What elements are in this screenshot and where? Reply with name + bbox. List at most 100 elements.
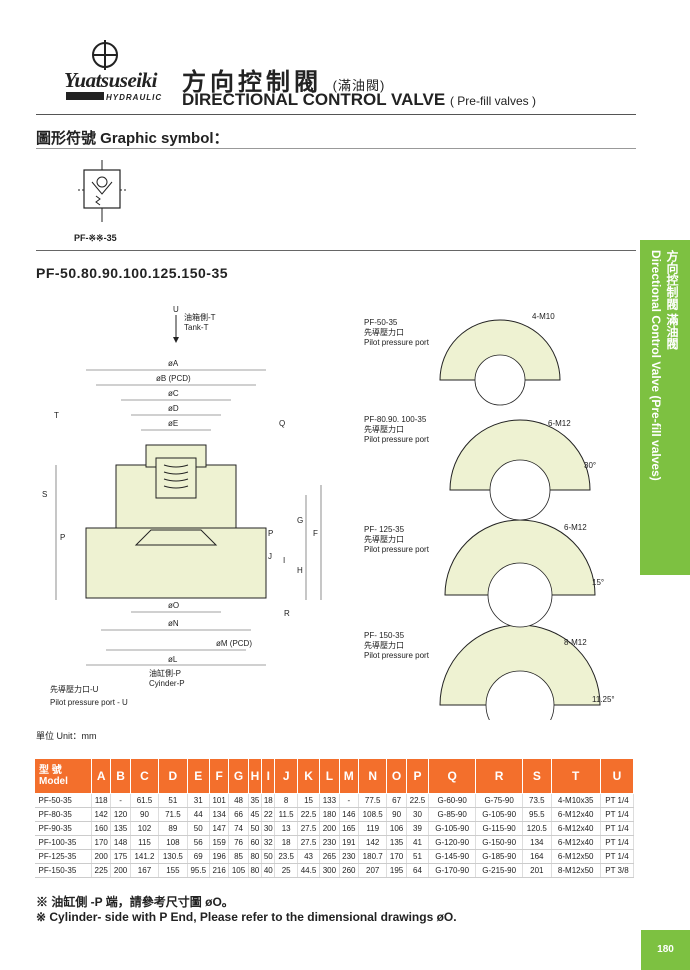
table-cell: 133 — [319, 793, 340, 808]
table-cell: 142 — [358, 835, 388, 850]
label-P-right: P — [268, 529, 273, 538]
table-cell: 64 — [406, 863, 430, 878]
table-cell: 167 — [130, 863, 160, 878]
top-view-bolt: 6-M12 — [548, 419, 571, 428]
table-cell: 39 — [406, 821, 430, 836]
table-cell: 230 — [319, 835, 340, 850]
unit-label: 單位 Unit：mm — [36, 731, 97, 741]
column-header: K — [296, 758, 321, 794]
table-cell: 6-M12x40 — [551, 835, 601, 850]
table-cell: 95.5 — [522, 807, 552, 822]
table-cell: 27.5 — [297, 835, 321, 850]
column-header: H — [247, 758, 263, 794]
table-cell: PF-100-35 — [34, 835, 92, 850]
table-cell: 22 — [261, 807, 276, 822]
label-pilot-en: Pilot pressure port - U — [50, 698, 128, 707]
table-cell: 67 — [386, 793, 407, 808]
label-P-left: P — [60, 533, 65, 542]
label-oE: øE — [168, 419, 178, 428]
table-cell: 22.5 — [406, 793, 430, 808]
table-cell: 23.5 — [274, 849, 298, 864]
table-cell: 141.2 — [130, 849, 160, 864]
top-view-model: PF-50-35 — [364, 318, 398, 327]
label-oM: øM (PCD) — [216, 639, 252, 648]
label-G: G — [297, 516, 303, 525]
column-header: S — [522, 758, 552, 794]
table-cell: 18 — [274, 835, 298, 850]
top-view-angle: 30° — [584, 461, 596, 470]
column-header: D — [158, 758, 188, 794]
top-view-zh: 先導壓力口 — [364, 534, 404, 544]
table-cell: PF-125-35 — [34, 849, 92, 864]
column-header: N — [357, 758, 388, 794]
label-oA: øA — [168, 359, 179, 368]
table-cell: 90 — [130, 807, 160, 822]
check-valve-symbol-icon — [78, 160, 126, 222]
table-cell: 164 — [522, 849, 552, 864]
table-cell: 147 — [209, 821, 230, 836]
table-cell: 25 — [274, 863, 298, 878]
table-cell: G-105-90 — [428, 821, 477, 836]
section-divider — [36, 250, 636, 251]
page-title-zh: 方向控制閥 (滿油閥) — [182, 69, 386, 96]
table-cell: PT 1/4 — [600, 807, 635, 822]
column-header: E — [186, 758, 210, 794]
label-u: U — [173, 305, 179, 314]
table-cell: PT 3/8 — [600, 863, 635, 878]
table-cell: 15 — [297, 793, 321, 808]
table-cell: 180.7 — [358, 849, 388, 864]
table-cell: 180 — [319, 807, 340, 822]
label-tank-zh: 油箱側-T — [184, 312, 216, 322]
table-cell: G-115-90 — [475, 821, 524, 836]
table-cell: 51 — [406, 849, 430, 864]
valve-section-drawing: U 油箱側-T Tank-T øA øB (PCD) øC øD øE T Q … — [42, 305, 322, 707]
column-header: C — [129, 758, 160, 794]
table-cell: 196 — [209, 849, 230, 864]
table-cell: 118 — [91, 793, 112, 808]
table-cell: 85 — [228, 849, 249, 864]
table-cell: 200 — [110, 863, 131, 878]
top-view-en: Pilot pressure port — [364, 545, 430, 554]
table-cell: 115 — [130, 835, 160, 850]
top-view-zh: 先導壓力口 — [364, 640, 404, 650]
note-zh: ※ 油缸側 -P 端，請參考尺寸圖 øO。 — [36, 895, 234, 909]
table-cell: 6-M12x40 — [551, 807, 601, 822]
column-header: T — [550, 758, 601, 794]
table-cell: G-105-90 — [475, 807, 524, 822]
column-header: P — [405, 758, 430, 794]
page-title-en: DIRECTIONAL CONTROL VALVE ( Pre-fill val… — [182, 90, 536, 109]
label-oB: øB (PCD) — [156, 374, 191, 383]
table-cell: 41 — [406, 835, 430, 850]
table-cell: G-170-90 — [428, 863, 477, 878]
top-view-angle: 15° — [592, 578, 604, 587]
table-cell: 191 — [339, 835, 360, 850]
column-header: O — [386, 758, 407, 794]
table-cell: G-215-90 — [475, 863, 524, 878]
label-H: H — [297, 566, 303, 575]
table-cell: 66 — [228, 807, 249, 822]
table-cell: 120 — [110, 807, 131, 822]
table-cell: PF-50-35 — [34, 793, 92, 808]
column-header: U — [599, 758, 635, 794]
table-cell: PT 1/4 — [600, 835, 635, 850]
table-cell: 50 — [248, 821, 263, 836]
table-cell: 6-M12x50 — [551, 849, 601, 864]
top-view-zh: 先導壓力口 — [364, 327, 404, 337]
table-cell: 134 — [522, 835, 552, 850]
table-cell: 300 — [319, 863, 340, 878]
series-title: PF-50.80.90.100.125.150-35 — [36, 265, 229, 281]
label-S: S — [42, 490, 47, 499]
top-view-en: Pilot pressure port — [364, 435, 430, 444]
table-cell: 74 — [228, 821, 249, 836]
table-cell: 95.5 — [187, 863, 210, 878]
table-cell: - — [339, 793, 360, 808]
table-cell: 148 — [110, 835, 131, 850]
table-cell: 102 — [130, 821, 160, 836]
table-cell: 207 — [358, 863, 388, 878]
label-T: T — [54, 411, 59, 420]
table-cell: 160 — [91, 821, 112, 836]
table-cell: 135 — [386, 835, 407, 850]
